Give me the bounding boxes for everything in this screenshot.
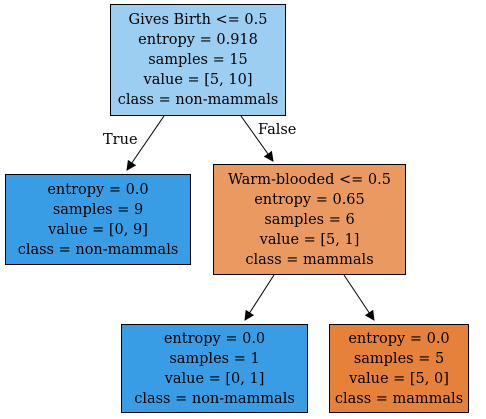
right-right-leaf-entropy: entropy = 0.0 [348, 330, 450, 347]
right-right-leaf-node: entropy = 0.0 samples = 5 value = [5, 0]… [329, 324, 469, 413]
right-split-class: class = mammals [245, 251, 374, 268]
right-split-entropy: entropy = 0.65 [254, 191, 365, 208]
left-leaf-entropy: entropy = 0.0 [47, 181, 149, 198]
left-leaf-value: value = [0, 9] [48, 221, 148, 238]
root-samples: samples = 15 [148, 52, 248, 68]
left-leaf-class: class = non-mammals [17, 241, 179, 258]
edge-label-true: True [103, 132, 138, 148]
root-value: value = [5, 10] [143, 72, 253, 88]
left-leaf-samples: samples = 9 [52, 201, 144, 218]
right-right-leaf-samples: samples = 5 [353, 350, 445, 367]
edge-root-to-left-leaf [126, 115, 165, 171]
right-right-leaf-value: value = [5, 0] [349, 370, 449, 387]
left-leaf-node: entropy = 0.0 samples = 9 value = [0, 9]… [5, 174, 191, 265]
root-node: Gives Birth <= 0.5 entropy = 0.918 sampl… [110, 4, 286, 116]
root-class: class = non-mammals [117, 92, 279, 108]
root-condition: Gives Birth <= 0.5 [128, 12, 268, 28]
right-left-leaf-entropy: entropy = 0.0 [163, 330, 266, 347]
right-split-node: Warm-blooded <= 0.5 entropy = 0.65 sampl… [213, 164, 406, 275]
right-split-samples: samples = 6 [264, 211, 355, 228]
right-left-leaf-class: class = non-mammals [134, 390, 295, 407]
right-split-value: value = [5, 1] [259, 231, 360, 248]
root-entropy: entropy = 0.918 [138, 32, 258, 48]
right-split-condition: Warm-blooded <= 0.5 [228, 171, 391, 188]
right-left-leaf-value: value = [0, 1] [164, 370, 265, 387]
right-left-leaf-node: entropy = 0.0 samples = 1 value = [0, 1]… [121, 324, 308, 413]
right-right-leaf-class: class = mammals [334, 390, 464, 407]
edge-split-to-right-leaf [343, 274, 375, 321]
edge-root-to-right-split [240, 115, 274, 162]
edge-label-false: False [258, 122, 297, 138]
edge-split-to-left-leaf [244, 274, 275, 321]
right-left-leaf-samples: samples = 1 [169, 350, 260, 367]
